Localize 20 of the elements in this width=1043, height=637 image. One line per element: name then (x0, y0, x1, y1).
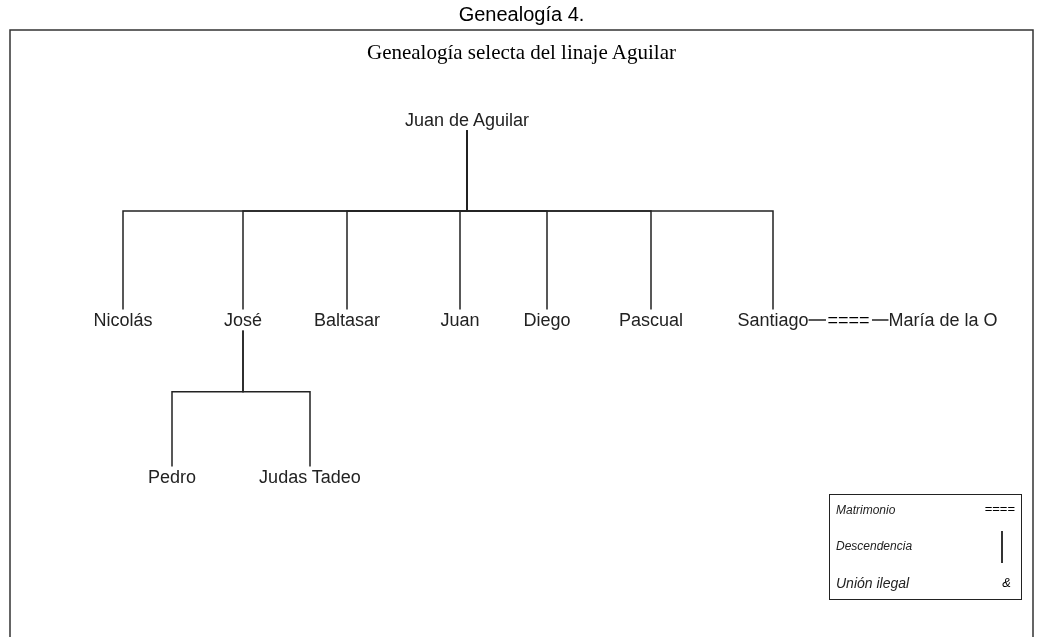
descent-line (466, 129, 774, 311)
person-name: Juan de Aguilar (404, 109, 530, 131)
person-name: Judas Tadeo (259, 466, 361, 488)
figure-caption: Genealogía 4. (457, 2, 586, 26)
legend-label: Unión ilegal (836, 575, 910, 591)
legend-label: Matrimonio (836, 503, 896, 517)
person-name: María de la O (888, 309, 998, 331)
person-name: Pedro (148, 466, 196, 488)
person-name: Juan (440, 309, 480, 331)
legend-sample: ==== (984, 501, 1015, 516)
person-name: Baltasar (314, 309, 380, 331)
legend-label: Descendencia (836, 539, 913, 553)
diagram-title: Genealogía selecta del linaje Aguilar (365, 40, 677, 65)
person-name: José (224, 309, 262, 331)
descent-line (242, 329, 311, 468)
person-name: Pascual (619, 309, 683, 331)
person-name: Santiago (737, 309, 809, 331)
person-name: Diego (523, 309, 571, 331)
legend-sample: & (1002, 575, 1011, 590)
person-name: Nicolás (93, 309, 153, 331)
